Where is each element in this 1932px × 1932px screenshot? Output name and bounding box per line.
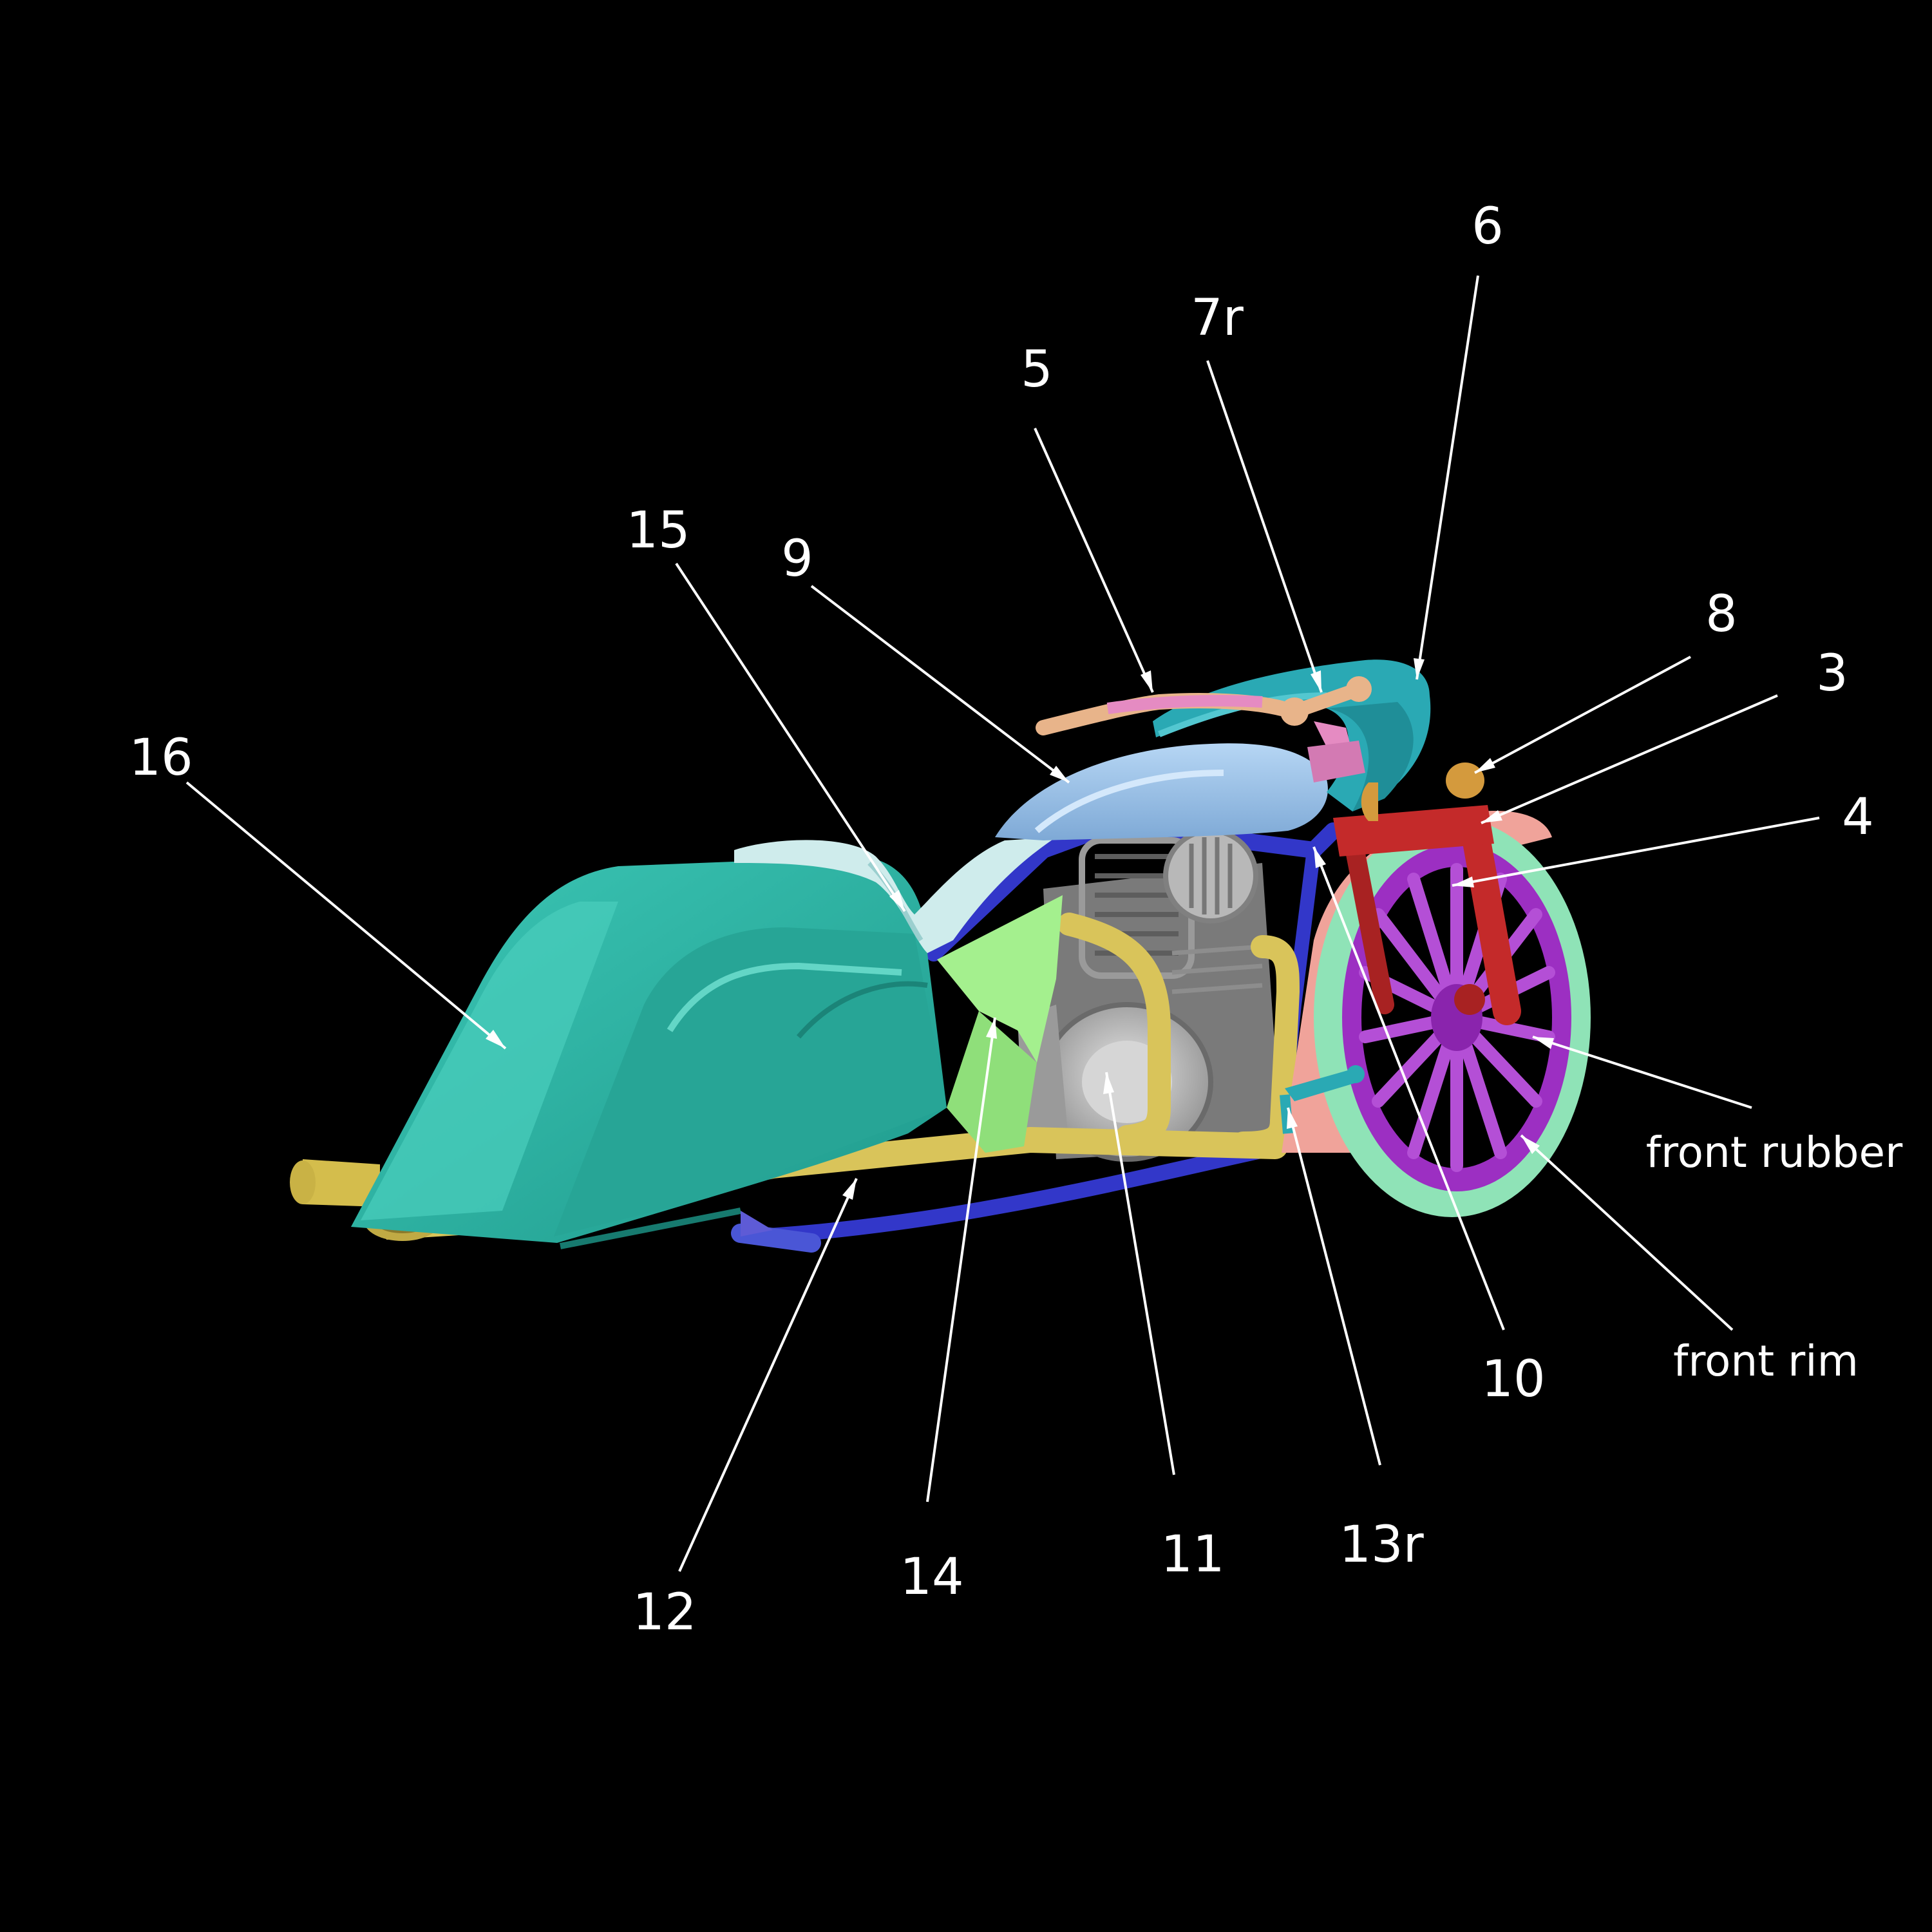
saddlebag [351,857,947,1249]
callout-13r-label: 13r [1339,1516,1424,1574]
callout-10-label: 10 [1481,1350,1545,1408]
callout-5: 5 [1021,341,1154,693]
callout-3: 3 [1481,645,1848,824]
callout-13r: 13r [1287,1107,1425,1574]
callout-front-rim-label: front rim [1673,1336,1859,1386]
callout-front-rubber: front rubber [1532,1036,1903,1177]
callout-6: 6 [1414,198,1504,680]
callout-16: 16 [129,729,507,1050]
callout-8-label: 8 [1705,585,1738,643]
callout-4: 4 [1452,788,1874,887]
callout-9: 9 [781,530,1070,784]
callout-12-label: 12 [632,1584,696,1642]
callout-14-label: 14 [900,1548,963,1606]
callout-7r: 7r [1191,289,1323,693]
callout-15-label: 15 [626,502,690,560]
callout-9-label: 9 [781,530,813,588]
callout-3-label: 3 [1816,645,1848,703]
callout-7r-label: 7r [1191,289,1244,347]
callout-4-label: 4 [1842,788,1874,846]
callout-front-rubber-label: front rubber [1646,1128,1903,1177]
callouts: 16 15 9 5 7r 6 [129,198,1903,1642]
callout-16-label: 16 [129,729,193,787]
callout-8: 8 [1474,585,1738,774]
callout-14: 14 [900,1017,997,1606]
motorcycle-illustration [290,659,1591,1253]
handlebar [1036,676,1372,782]
callout-10: 10 [1312,846,1546,1408]
callout-15: 15 [626,502,906,913]
fuel-tank [995,743,1328,840]
callout-5-label: 5 [1021,341,1053,399]
callout-11: 11 [1103,1072,1225,1584]
callout-6-label: 6 [1472,198,1504,256]
side-cover [937,895,1063,1153]
callout-front-rim: front rim [1520,1134,1859,1386]
callout-11-label: 11 [1160,1526,1224,1584]
callout-12: 12 [632,1178,858,1642]
